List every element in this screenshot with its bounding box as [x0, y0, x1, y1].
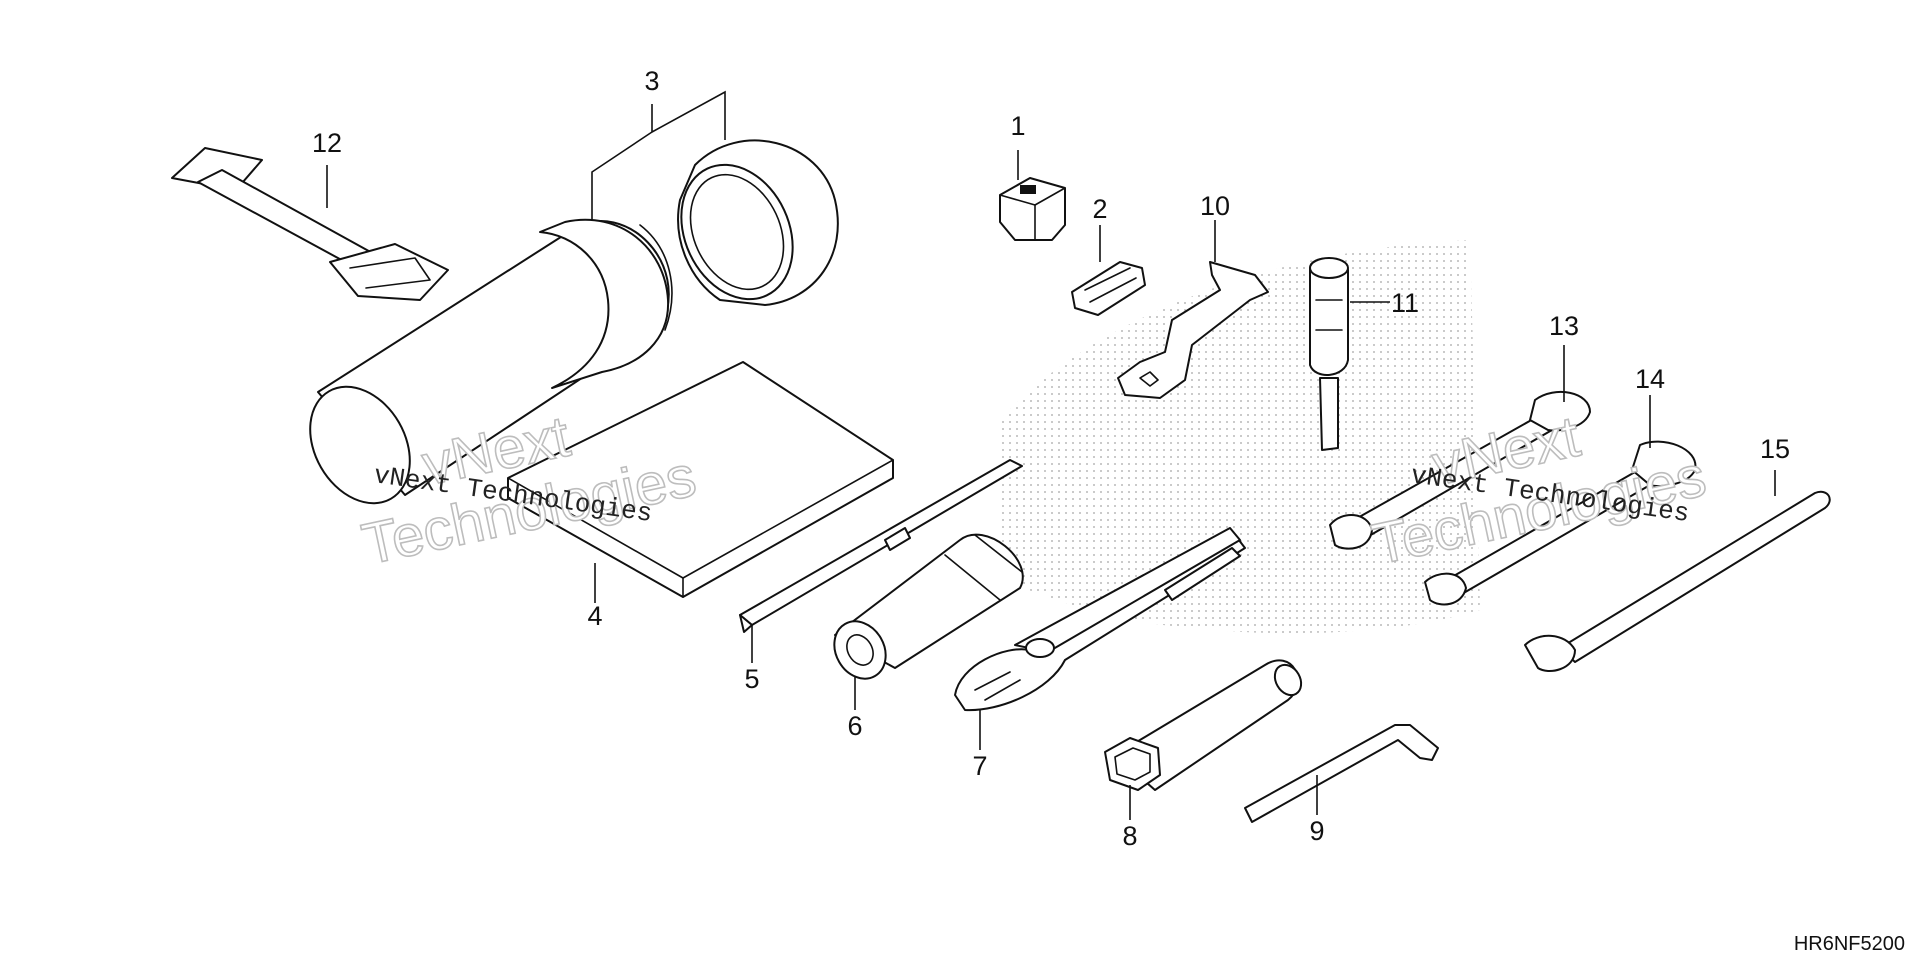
diagram-code: HR6NF5200: [1794, 933, 1905, 955]
part-14-wrench: [1424, 440, 1697, 606]
callout-1: 1: [1010, 111, 1025, 141]
part-6-screwdriver-handle: [833, 533, 1024, 680]
callout-numbers: 1 2 3 4 5 6 7 8 9 10 11 12 13 14 15: [312, 66, 1790, 851]
part-3-tube-cap: [677, 139, 839, 306]
part-10-spanner: [1117, 261, 1269, 399]
part-13-wrench: [1329, 391, 1591, 550]
part-11-screwdriver: [1309, 257, 1349, 451]
part-2-clip: [1071, 261, 1146, 316]
callout-13: 13: [1549, 311, 1579, 341]
callout-12: 12: [312, 128, 342, 158]
part-12-strap: [171, 147, 449, 301]
leader-lines: [326, 90, 1776, 820]
callout-9: 9: [1309, 816, 1324, 846]
callout-3: 3: [644, 66, 659, 96]
callout-4: 4: [587, 601, 602, 631]
callout-2: 2: [1092, 194, 1107, 224]
part-5-screwdriver-blade: [739, 459, 1023, 633]
part-7-pliers: [954, 527, 1246, 712]
callout-11: 11: [1391, 288, 1419, 318]
callout-8: 8: [1122, 821, 1137, 851]
part-1-fuse: [999, 177, 1066, 241]
callout-14: 14: [1635, 364, 1665, 394]
callout-6: 6: [847, 711, 862, 741]
part-15-wrench: [1524, 490, 1831, 672]
part-4-manual-booklet: [507, 361, 894, 598]
callout-15: 15: [1760, 434, 1790, 464]
callout-7: 7: [972, 751, 987, 781]
part-3-tool-tube: [309, 218, 673, 505]
callout-10: 10: [1200, 191, 1230, 221]
part-8-box-spanner: [1104, 659, 1303, 791]
part-9-hex-key: [1244, 724, 1439, 823]
callout-5: 5: [744, 664, 759, 694]
